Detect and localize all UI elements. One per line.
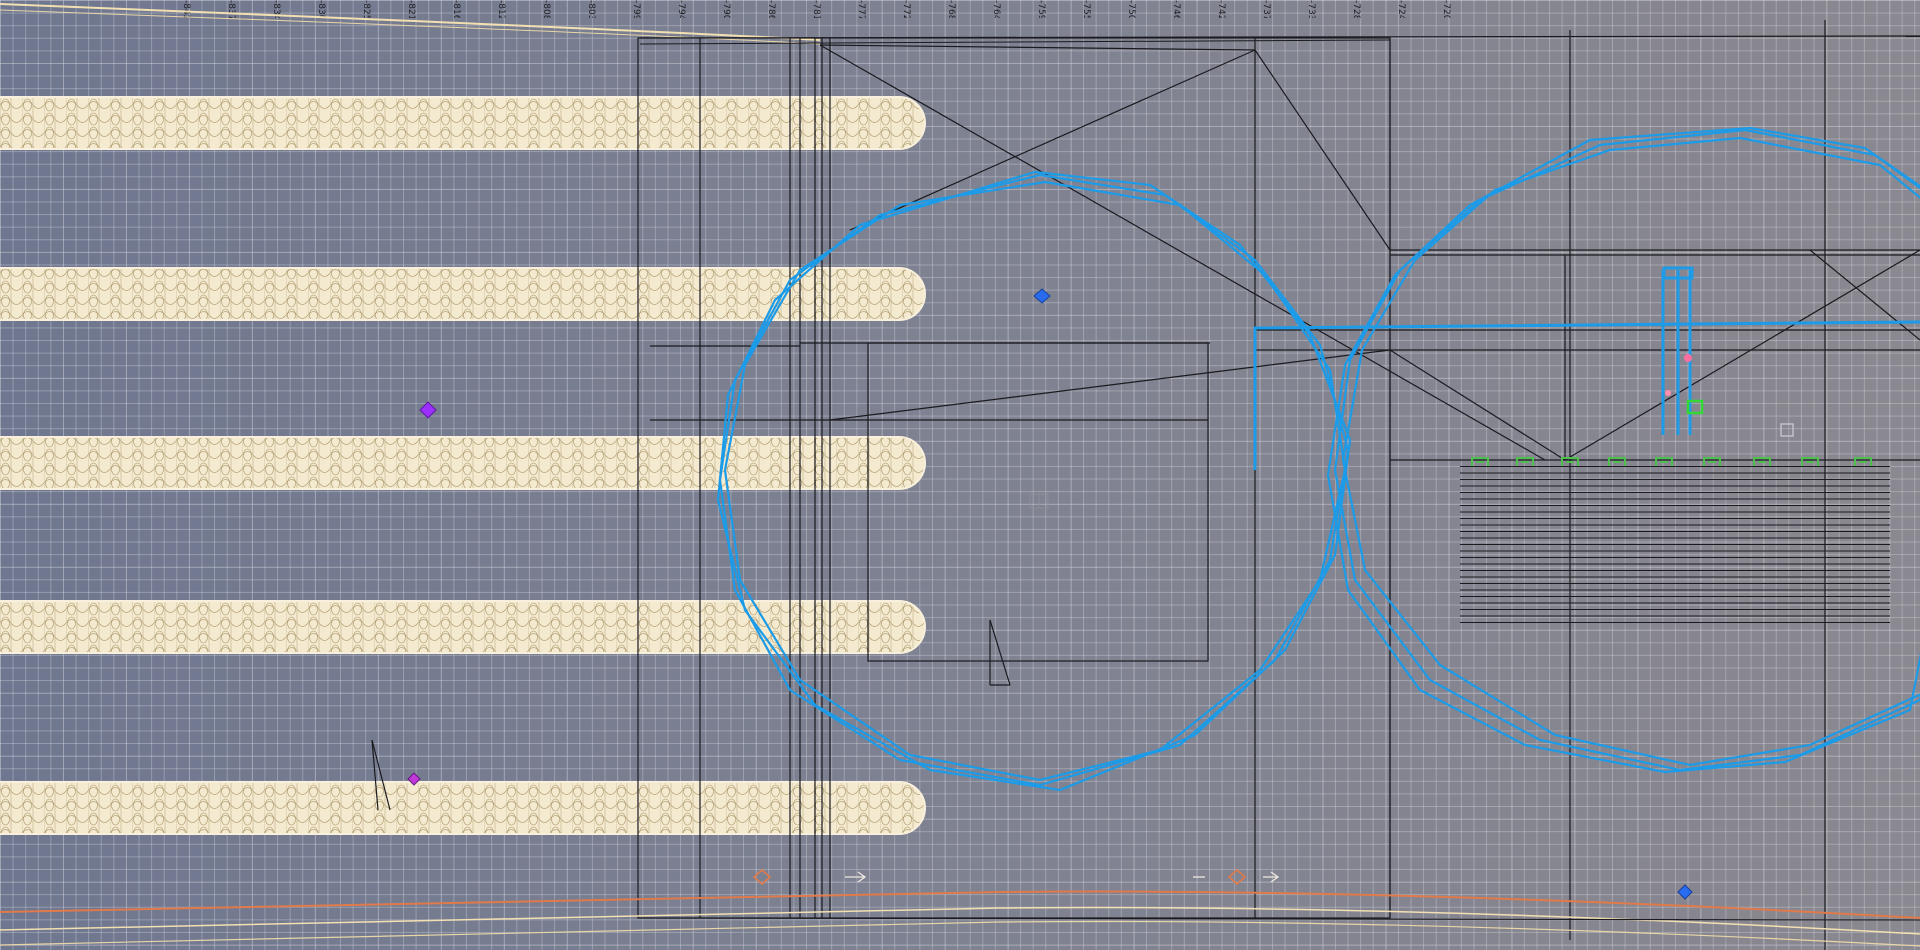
wireframe-tubes — [0, 96, 926, 835]
waypoint-marker — [1608, 457, 1626, 466]
waypoint-marker — [1854, 457, 1872, 466]
green-marker-row — [1471, 457, 1872, 466]
dense-line-block — [1460, 459, 1890, 623]
waypoint-marker — [1516, 457, 1534, 466]
structure-outlines — [371, 20, 1920, 950]
waypoint-marker — [1703, 457, 1721, 466]
wireframe-tube — [0, 781, 926, 835]
waypoint-marker — [1753, 457, 1771, 466]
bottom-rails — [0, 890, 1920, 947]
scene-markers — [407, 288, 1794, 900]
wireframe-rings — [716, 126, 1920, 792]
selected-object-square[interactable] — [1686, 399, 1704, 415]
wireframe-tube — [0, 436, 926, 490]
blue-conduit — [1253, 266, 1920, 470]
waypoint-marker — [1655, 457, 1673, 466]
wireframe-tube — [0, 600, 926, 654]
wireframe-tube — [0, 267, 926, 321]
waypoint-marker — [1561, 457, 1579, 466]
waypoint-marker — [1471, 457, 1489, 466]
waypoint-marker — [1801, 457, 1819, 466]
wireframe-tube — [0, 96, 926, 150]
